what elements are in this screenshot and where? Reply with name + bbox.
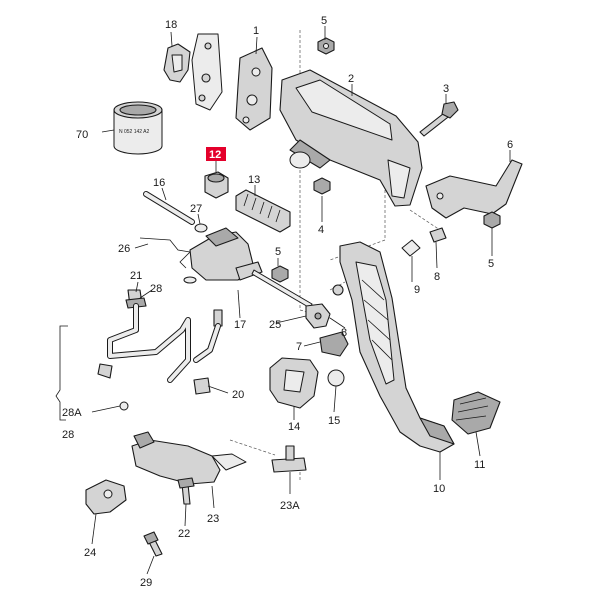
part-2-pedal-box [279,69,423,207]
part-5-nut-top [317,37,335,55]
callout-12-highlight [206,147,226,161]
callout-7: 7 [296,341,302,353]
callout-12: 12 [209,149,221,161]
callout-23: 23 [207,513,219,525]
part-24-bracket [85,479,127,515]
part-26-spring-clip [139,237,191,269]
part-70-sleeve: N 052 142 A2 [113,101,163,155]
callout-4: 4 [318,224,324,236]
callout-8-middle: 8 [341,327,347,339]
callout-28a: 28A [62,407,82,419]
part-20-line-clip [193,377,211,395]
part-29-bolt [143,531,163,557]
part-28-hydraulic-line [97,303,191,383]
callout-27: 27 [190,203,202,215]
callout-1: 1 [253,25,259,37]
callout-20: 20 [232,389,244,401]
callout-labels: 18 1 5 2 3 6 70 12 13 16 27 26 5 4 5 21 … [62,15,513,589]
part-14-switch [269,357,319,409]
callout-16: 16 [153,177,165,189]
part-mount-plate [191,33,223,111]
part-23a-tee [271,445,307,473]
part-23-slave-cylinder [131,431,247,485]
part-6-support-bracket [425,159,523,219]
part-7-bracket [319,331,349,357]
callout-13: 13 [248,174,260,186]
part-15-cap [327,369,345,387]
callout-28-bottom: 28 [62,429,74,441]
callout-15: 15 [328,415,340,427]
callout-23a: 23A [280,500,300,512]
part-17-master-cylinder [183,227,313,309]
callout-18: 18 [165,19,177,31]
part-25-clevis [305,303,331,329]
callout-11: 11 [474,459,485,471]
callout-22: 22 [178,528,190,540]
callout-28-top: 28 [150,283,162,295]
callout-14: 14 [288,421,300,433]
part-9-pin [401,227,447,257]
callout-8-right: 8 [434,271,440,283]
callout-70: 70 [76,129,88,141]
callout-9: 9 [414,284,420,296]
part-16-hose [143,191,195,225]
leader-lines [91,26,511,575]
part-13-dust-boot [235,189,291,233]
part-27-o-ring [194,223,208,233]
part-3-bolt [419,101,459,137]
callout-3: 3 [443,83,449,95]
callout-29: 29 [140,577,152,589]
part-28a-ring [119,401,129,411]
callout-26: 26 [118,243,130,255]
part-5-nut-middle [271,265,289,283]
part-10-clutch-pedal [339,241,455,453]
sleeve-stamp-text: N 052 142 A2 [119,129,150,135]
callout-21: 21 [130,270,142,282]
part-12-bushing [204,171,229,199]
callout-10: 10 [433,483,445,495]
part-1-bracket [235,47,273,131]
group-bracket-28 [55,325,68,421]
callout-25: 25 [269,319,281,331]
part-22-bolt [177,477,195,505]
callout-5-middle: 5 [275,246,281,258]
callout-5-top: 5 [321,15,327,27]
part-11-pedal-pad [451,391,501,435]
part-18-clip [163,43,191,83]
callout-24: 24 [84,547,96,559]
part-pressure-fitting [193,309,223,363]
part-5-nut-right [483,211,501,229]
part-8-pin-small [332,284,344,296]
callout-5-right: 5 [488,258,494,270]
part-4-nut [313,177,331,195]
callout-17: 17 [234,319,246,331]
callout-2: 2 [348,73,354,85]
callout-6: 6 [507,139,513,151]
